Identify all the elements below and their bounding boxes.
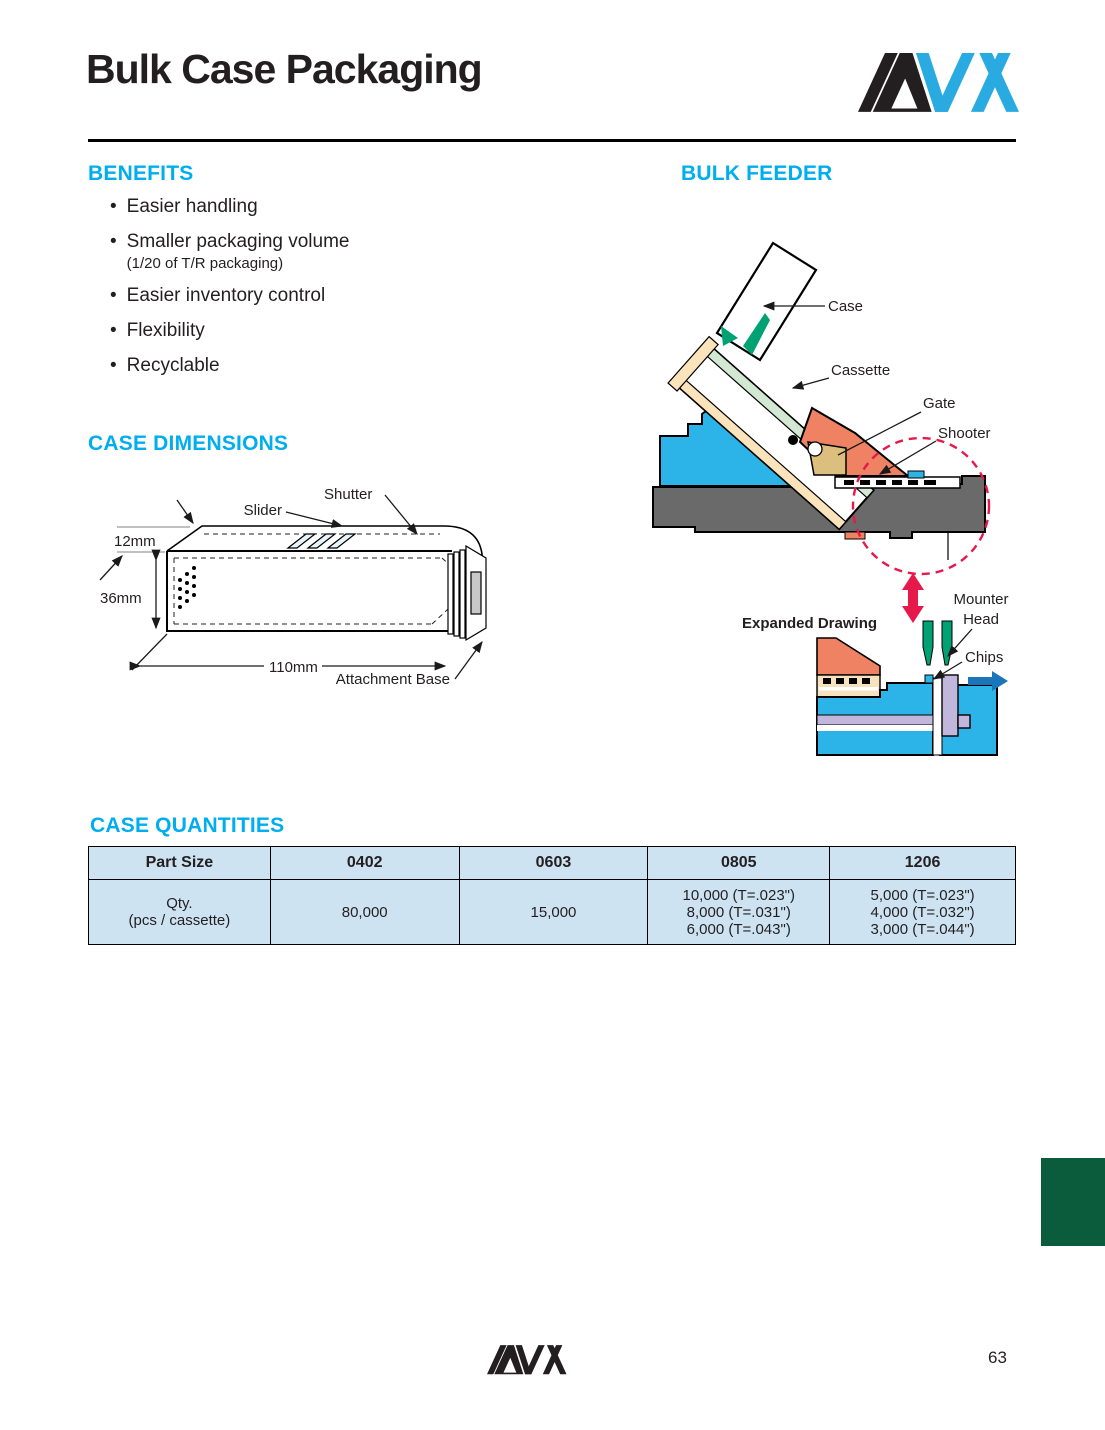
mounter-head-graphic [922,620,953,666]
bullet-icon: • [110,320,117,341]
benefit-item: • Easier inventory control [110,285,510,307]
benefit-text: Easier inventory control [126,285,326,306]
bulk-feeder-diagram: Case Cassette Gate Shooter Expanded Draw… [640,228,1035,758]
label-gate: Gate [923,395,956,412]
case-dot-pattern [178,566,196,609]
base-orange-tab [844,531,866,540]
table-header-row: Part Size 0402 0603 0805 1206 [88,846,1016,880]
bullet-icon: • [110,231,117,252]
benefit-subtext: (1/20 of T/R packaging) [126,255,284,272]
benefits-heading: BENEFITS [88,162,194,185]
page-title: Bulk Case Packaging [86,46,483,92]
cell-1206: 5,000 (T=.023") 4,000 (T=.032") 3,000 (T… [829,879,1016,945]
label-shutter: Shutter [324,486,372,503]
avx-logo-graphic [858,53,1020,112]
label-mounter: Mounter [953,591,1008,608]
benefit-text: Easier handling [126,196,258,217]
chips-pile-left [721,326,738,346]
gate-pin [788,435,798,445]
section-index-tab [1041,1158,1105,1246]
chips-pile-right [743,313,770,355]
benefit-text: Flexibility [126,320,205,341]
label-chips: Chips [965,649,1003,666]
cell-0402: 80,000 [269,879,460,945]
dim-110mm: 110mm [269,659,318,676]
case-quantities-heading: CASE QUANTITIES [90,814,285,837]
col-header-1206: 1206 [829,846,1016,880]
bullet-icon: • [110,285,117,306]
label-head: Head [963,611,999,628]
page-number: 63 [988,1348,1007,1367]
footer-avx-logo [487,1343,567,1385]
dim-36mm: 36mm [100,590,142,607]
expand-arrow-icon [902,573,924,623]
cell-0805: 10,000 (T=.023") 8,000 (T=.031") 6,000 (… [647,879,831,945]
channel-blue-tab [907,470,925,479]
col-header-0603: 0603 [458,846,649,880]
attachment-base-plates [447,544,487,642]
label-slider: Slider [244,502,282,519]
gate-roller [807,441,823,457]
header-rule [88,139,1016,142]
case-dimensions-diagram: 12mm 36mm 110mm Slider Shutter Attachmen… [92,468,532,718]
expanded-drawing [816,620,1008,756]
benefit-item: • Easier handling [110,196,510,218]
row-label-qty: Qty. (pcs / cassette) [88,879,271,945]
table-row: Qty. (pcs / cassette) 80,000 15,000 10,0… [88,879,1016,945]
dim-12mm: 12mm [114,533,156,550]
bullet-icon: • [110,355,117,376]
benefit-item: • Recyclable [110,355,510,377]
channel-chips [844,480,936,485]
case-dimensions-heading: CASE DIMENSIONS [88,432,289,455]
col-header-part-size: Part Size [88,846,271,880]
slider-tabs [286,533,357,549]
case-front-face [166,550,464,632]
benefit-item: • Smaller packaging volume (1/20 of T/R … [110,231,510,272]
benefit-item: • Flexibility [110,320,510,342]
chip [924,674,934,684]
col-header-0805: 0805 [647,846,831,880]
bulk-feeder-heading: BULK FEEDER [681,162,833,185]
label-shooter: Shooter [938,425,991,442]
case-quantities-table: Part Size 0402 0603 0805 1206 Qty. (pcs … [88,846,1016,945]
benefit-text: Recyclable [126,355,220,376]
benefit-text: Smaller packaging volume (1/20 of T/R pa… [126,231,350,272]
benefits-list: • Easier handling • Smaller packaging vo… [110,196,510,390]
cell-0603: 15,000 [458,879,649,945]
detail-circle [851,436,991,576]
col-header-0402: 0402 [269,846,460,880]
case-top-face [166,525,483,564]
feeder-case [715,241,818,362]
bullet-icon: • [110,196,117,217]
avx-logo [858,48,1020,114]
avx-logo-cyan-part [915,53,1020,112]
label-case: Case [828,298,863,315]
label-expanded-drawing: Expanded Drawing [742,615,877,632]
avx-logo-black-part [858,53,932,112]
flow-arrow-icon [968,671,1008,691]
label-attachment-base: Attachment Base [336,671,450,688]
label-cassette: Cassette [831,362,890,379]
